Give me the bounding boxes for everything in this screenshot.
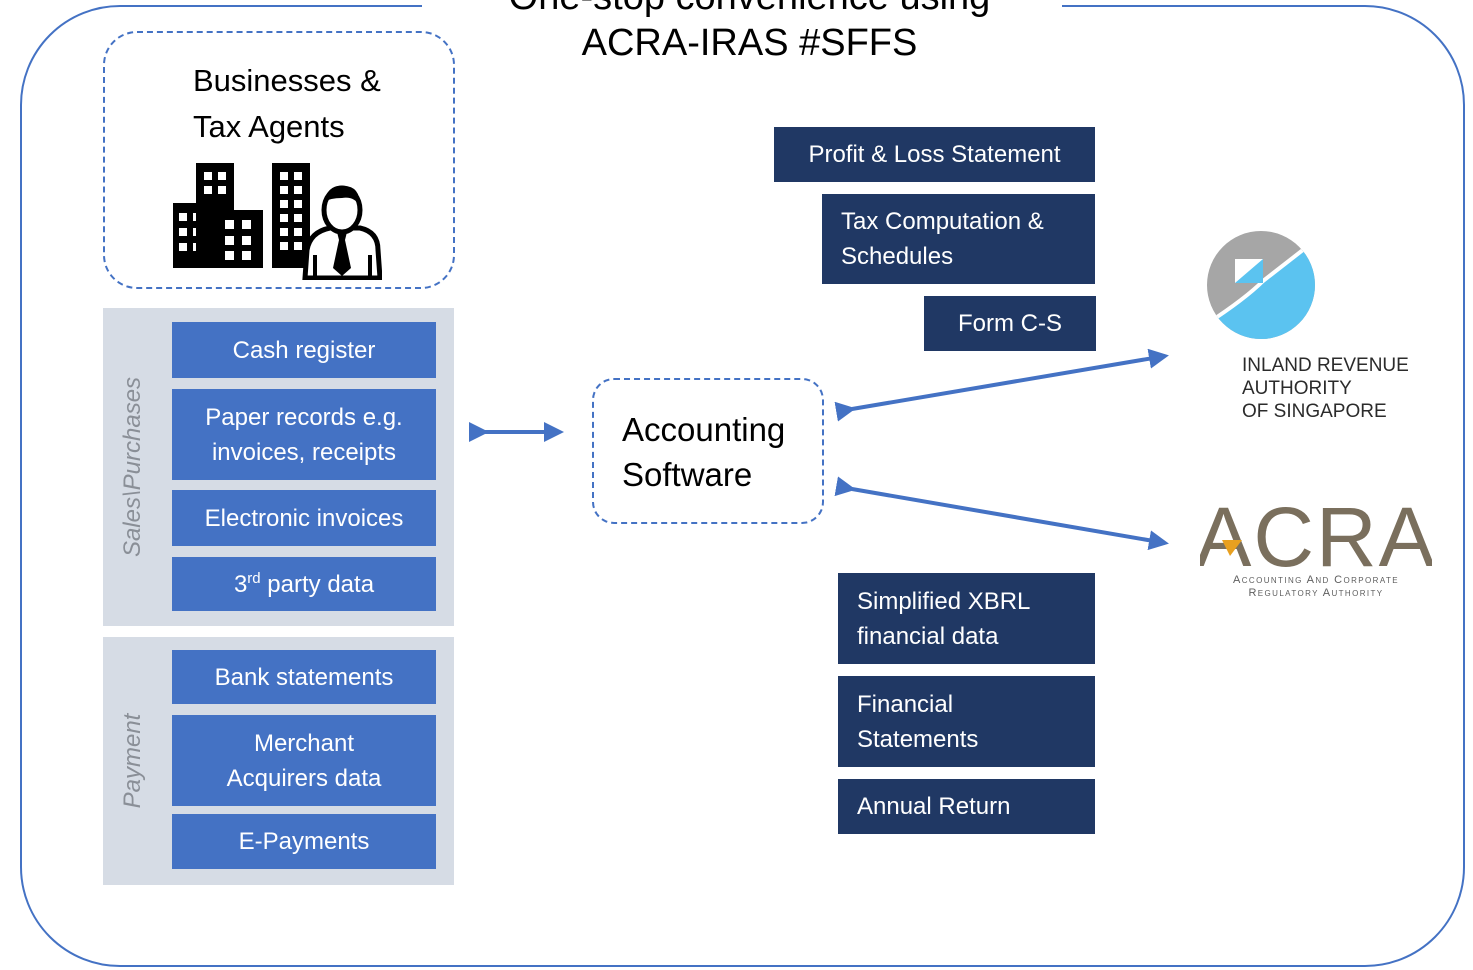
title-line-2: ACRA-IRAS #SFFS xyxy=(581,22,918,64)
acra-full-name-line-1: Accounting And Corporate xyxy=(1232,574,1400,586)
merchant-acquirers-box: Merchant Acquirers data xyxy=(172,715,436,806)
third-party-superscript: rd xyxy=(247,569,261,587)
electronic-invoices-label: Electronic invoices xyxy=(204,504,404,532)
simplified-xbrl-box: Simplified XBRL financial data xyxy=(838,573,1095,664)
iras-name-line-2: AUTHORITY xyxy=(1242,378,1352,399)
iras-name-line-3: OF SINGAPORE xyxy=(1242,401,1387,422)
businesses-label: Businesses & Tax Agents xyxy=(193,58,433,150)
businesses-label-line-2: Tax Agents xyxy=(193,109,345,144)
simplified-xbrl-label-line-2: financial data xyxy=(857,622,999,650)
annual-return-box: Annual Return xyxy=(838,779,1095,834)
paper-records-box: Paper records e.g. invoices, receipts xyxy=(172,389,436,480)
buildings-person-icon xyxy=(173,163,382,280)
tax-computation-label-line-1: Tax Computation & xyxy=(841,208,1044,235)
electronic-invoices-box: Electronic invoices xyxy=(172,490,436,546)
merchant-acquirers-label-line-1: Merchant xyxy=(253,729,355,757)
accounting-software-box xyxy=(592,378,824,524)
tax-computation-label-line-2: Schedules xyxy=(841,243,954,270)
third-party-suffix: party data xyxy=(260,570,375,598)
iras-name: INLAND REVENUE AUTHORITY OF SINGAPORE xyxy=(1242,354,1409,423)
merchant-acquirers-label-line-2: Acquirers data xyxy=(226,764,382,792)
financial-statements-label-line-2: Statements xyxy=(857,725,979,753)
third-party-data-label: 3rd party data xyxy=(234,567,374,602)
simplified-xbrl-label-line-1: Simplified XBRL xyxy=(857,587,1031,615)
iras-logo-icon xyxy=(1207,231,1315,339)
acra-full-name: Accounting And Corporate Regulatory Auth… xyxy=(1196,574,1436,600)
form-cs-box: Form C-S xyxy=(924,296,1096,351)
third-party-prefix: 3 xyxy=(233,570,248,598)
businesses-label-line-1: Businesses & xyxy=(193,63,381,98)
accounting-software-label-line-1: Accounting xyxy=(622,411,786,448)
title-line-1: One-stop convenience using xyxy=(422,0,1077,20)
tax-computation-box: Tax Computation & Schedules xyxy=(822,194,1095,284)
e-payments-label: E-Payments xyxy=(238,828,370,855)
iras-name-line-1: INLAND REVENUE xyxy=(1242,355,1409,376)
cash-register-label: Cash register xyxy=(232,336,376,364)
profit-loss-statement-label: Profit & Loss Statement xyxy=(808,141,1061,168)
financial-statements-box: Financial Statements xyxy=(838,676,1095,767)
financial-statements-label-line-1: Financial xyxy=(857,690,954,718)
title-mask xyxy=(422,0,1062,80)
paper-records-label-line-2: invoices, receipts xyxy=(211,438,397,466)
form-cs-label: Form C-S xyxy=(958,310,1062,337)
cash-register-box: Cash register xyxy=(172,322,436,378)
e-payments-box: E-Payments xyxy=(172,814,436,869)
annual-return-label: Annual Return xyxy=(857,793,1011,820)
third-party-data-box: 3rd party data xyxy=(172,557,436,611)
accounting-acra-arrow xyxy=(834,476,1169,551)
diagram-title: One-stop convenience using ACRA-IRAS #SF… xyxy=(422,0,1077,84)
accounting-software-label: Accounting Software xyxy=(622,407,785,497)
bank-statements-box: Bank statements xyxy=(172,650,436,704)
bank-statements-label: Bank statements xyxy=(214,663,394,691)
accounting-software-label-line-2: Software xyxy=(622,456,753,493)
accounting-iras-arrow xyxy=(834,348,1169,422)
acra-logo-icon: ACRA xyxy=(1200,498,1432,574)
acra-full-name-line-2: Regulatory Authority xyxy=(1248,587,1384,599)
paper-records-label-line-1: Paper records e.g. xyxy=(205,403,403,431)
acra-logo-text: ACRA xyxy=(1200,498,1432,574)
profit-loss-statement-box: Profit & Loss Statement xyxy=(774,127,1095,182)
